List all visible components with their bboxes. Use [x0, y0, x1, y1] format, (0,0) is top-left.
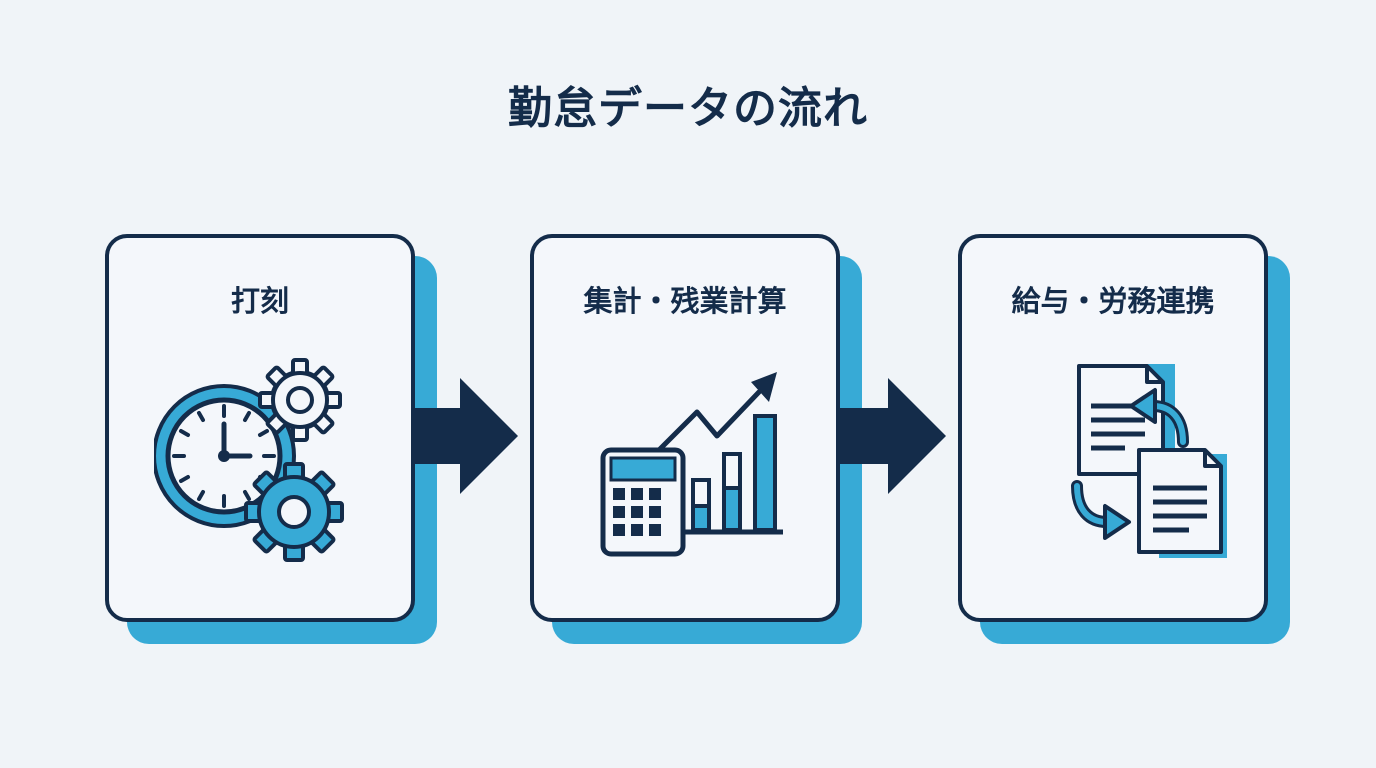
arrow-right-icon: [840, 378, 946, 494]
step-punch: 打刻: [105, 234, 437, 644]
calculator-chart-icon: [600, 372, 783, 557]
document-sync-icon: [1071, 364, 1227, 558]
step-label: 集計・残業計算: [583, 284, 787, 318]
card: 打刻: [105, 234, 415, 622]
card: 集計・残業計算: [530, 234, 840, 622]
arrow-right-icon: [412, 378, 518, 494]
step-aggregate: 集計・残業計算: [530, 234, 862, 644]
step-label: 打刻: [230, 284, 289, 318]
step-payroll: 給与・労務連携: [958, 234, 1290, 644]
clock-gears-icon: [154, 358, 344, 562]
step-label: 給与・労務連携: [1011, 284, 1215, 318]
card: 給与・労務連携: [958, 234, 1268, 622]
diagram-title: 勤怠データの流れ: [508, 83, 868, 134]
